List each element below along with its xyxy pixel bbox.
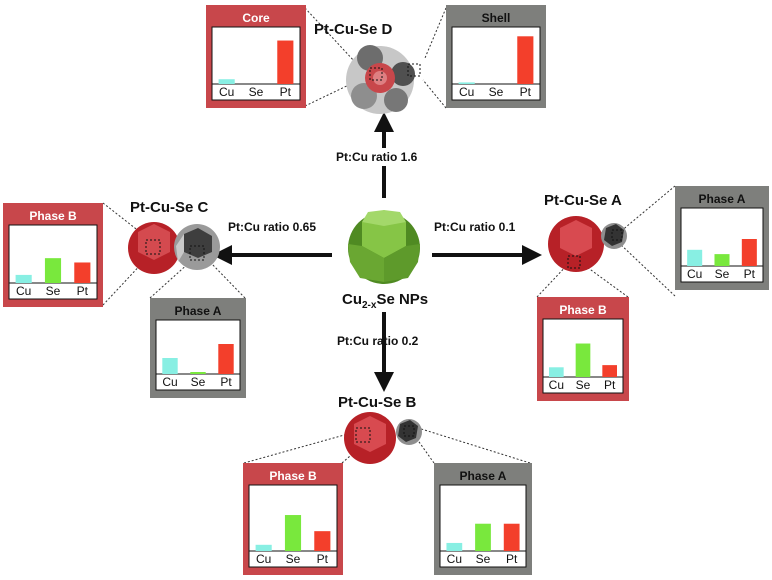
- panel-title: Shell: [482, 11, 511, 25]
- tick-label: Se: [191, 375, 206, 389]
- cu2xse-nanoparticle: [348, 210, 420, 284]
- panel-title: Phase A: [175, 304, 222, 318]
- bar-pt: [517, 36, 534, 84]
- bar-pt: [314, 531, 331, 551]
- panel-title: Phase A: [460, 469, 507, 483]
- tick-label: Cu: [687, 267, 702, 281]
- arrow-left-label: Pt:Cu ratio 0.65: [228, 220, 316, 234]
- bar-pt: [503, 523, 520, 551]
- tick-label: Se: [576, 378, 591, 392]
- panel-title: Core: [242, 11, 270, 25]
- tick-label: Se: [476, 552, 491, 566]
- tick-label: Pt: [744, 267, 756, 281]
- tick-label: Se: [46, 284, 61, 298]
- bar-cu: [255, 544, 272, 551]
- bar-se: [475, 523, 491, 551]
- bar-cu: [446, 542, 463, 551]
- arrow-up-label: Pt:Cu ratio 1.6: [336, 150, 418, 164]
- chart-panel-4: Phase A Cu Se Pt: [675, 186, 769, 290]
- tick-label: Pt: [77, 284, 89, 298]
- tick-label: Pt: [317, 552, 329, 566]
- bar-pt: [277, 40, 294, 84]
- panel-title: Phase A: [699, 192, 746, 206]
- arrow-down-label: Pt:Cu ratio 0.2: [337, 334, 419, 348]
- tick-label: Pt: [280, 85, 292, 99]
- tick-label: Cu: [219, 85, 234, 99]
- chart-panel-2: Phase B Cu Se Pt: [3, 203, 103, 307]
- bar-se: [190, 372, 206, 374]
- bar-se: [44, 258, 62, 283]
- chart-panel-5: Phase B Cu Se Pt: [537, 297, 629, 401]
- bar-cu: [687, 249, 703, 266]
- bar-cu: [458, 82, 475, 84]
- tick-label: Cu: [549, 378, 564, 392]
- chart-panel-3: Phase A Cu Se Pt: [150, 298, 246, 398]
- bar-pt: [741, 239, 757, 266]
- tick-label: Cu: [447, 552, 462, 566]
- product-a-particle: [548, 216, 627, 272]
- product-c-title: Pt-Cu-Se C: [130, 199, 209, 216]
- panel-title: Phase B: [559, 303, 607, 317]
- bar-cu: [15, 274, 32, 283]
- bar-pt: [218, 344, 234, 374]
- tick-label: Se: [249, 85, 264, 99]
- tick-label: Pt: [604, 378, 616, 392]
- tick-label: Pt: [520, 85, 532, 99]
- center-label: Cu2-xSe NPs: [342, 291, 428, 311]
- product-b-particle: [344, 412, 422, 464]
- bar-cu: [218, 79, 235, 84]
- tick-label: Cu: [16, 284, 31, 298]
- tick-label: Pt: [220, 375, 232, 389]
- tick-label: Cu: [459, 85, 474, 99]
- product-c-particle: [128, 222, 220, 274]
- panel-title: Phase B: [29, 209, 77, 223]
- bar-se: [284, 515, 302, 551]
- tick-label: Cu: [256, 552, 271, 566]
- tick-label: Se: [489, 85, 504, 99]
- tick-label: Cu: [162, 375, 177, 389]
- chart-panel-7: Phase A Cu Se Pt: [434, 463, 532, 575]
- product-d-particle: [346, 45, 421, 114]
- product-b-title: Pt-Cu-Se B: [338, 394, 417, 411]
- plot-area: [155, 319, 241, 391]
- reaction-arrows: [212, 112, 542, 392]
- tick-label: Se: [715, 267, 730, 281]
- product-a-title: Pt-Cu-Se A: [544, 192, 622, 209]
- bar-cu: [549, 367, 564, 377]
- product-d-title: Pt-Cu-Se D: [314, 21, 393, 38]
- tick-label: Pt: [506, 552, 518, 566]
- bar-cu: [162, 358, 178, 374]
- arrow-right-label: Pt:Cu ratio 0.1: [434, 220, 516, 234]
- bar-se: [714, 254, 730, 266]
- tick-label: Se: [286, 552, 301, 566]
- bar-se: [575, 343, 591, 377]
- bar-pt: [74, 262, 91, 283]
- chart-panel-6: Phase B Cu Se Pt: [243, 463, 343, 575]
- panel-title: Phase B: [269, 469, 317, 483]
- bar-pt: [602, 365, 617, 377]
